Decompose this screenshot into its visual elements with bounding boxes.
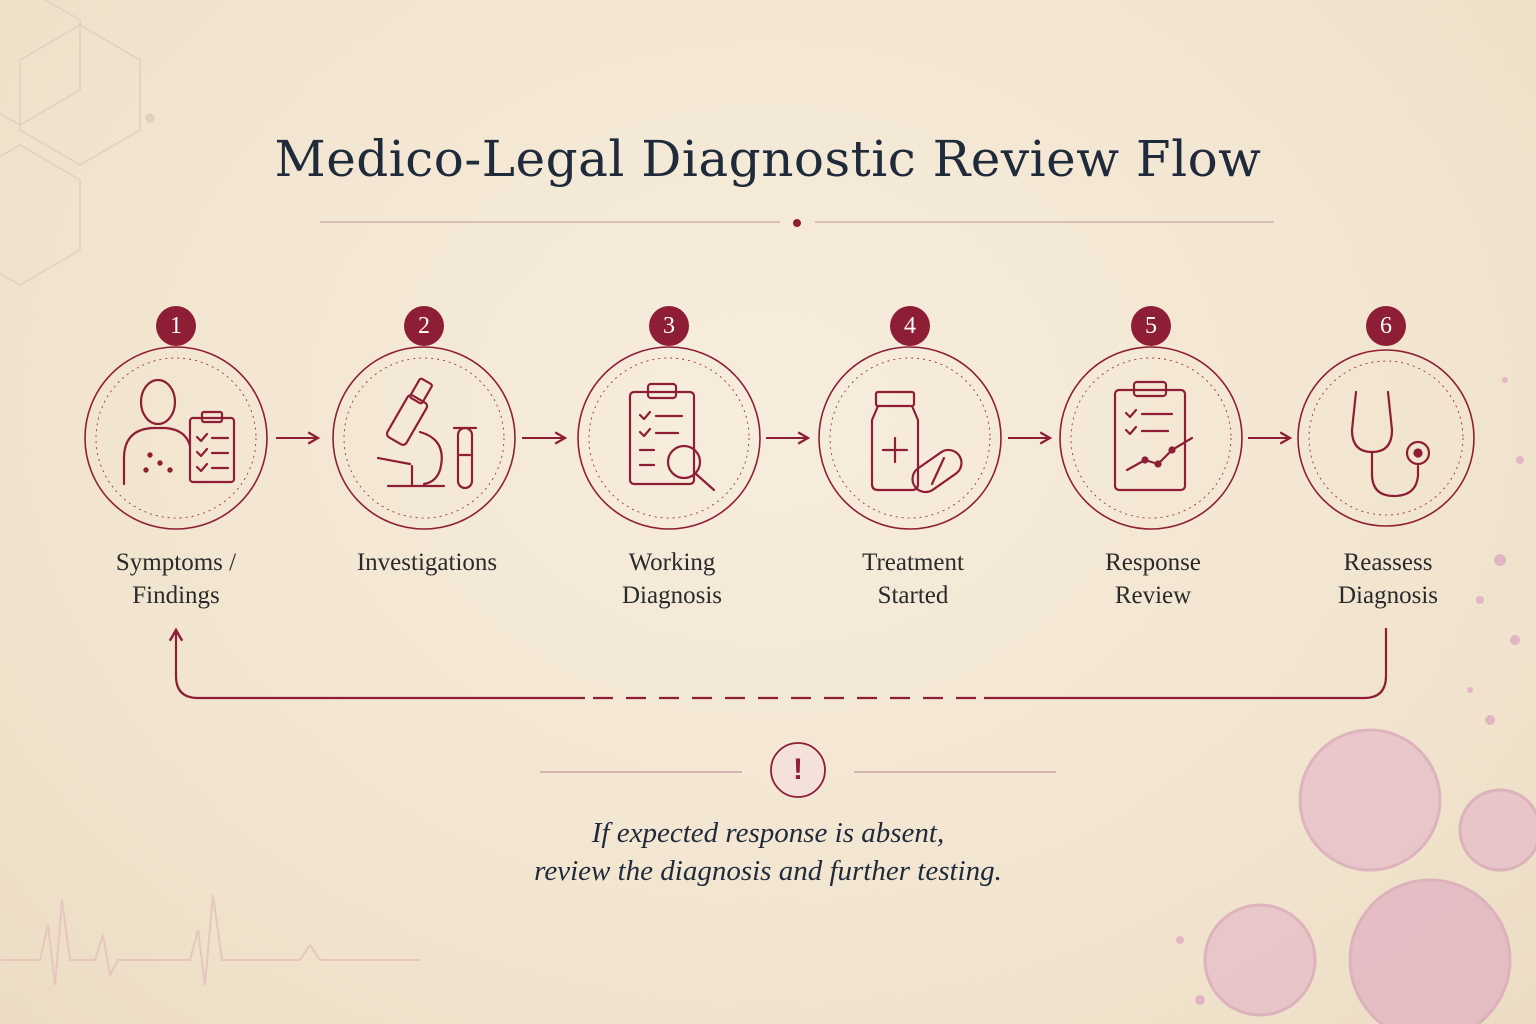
- heartbeat-line-decoration: [0, 894, 420, 986]
- step-label-5-line-1: Response: [1105, 549, 1201, 576]
- step-label-1-line-2: Findings: [132, 582, 220, 609]
- warning-divider: [540, 742, 1056, 798]
- step-badge-2: [404, 306, 444, 346]
- step-label-1-line-1: Symptoms /: [115, 549, 237, 576]
- step-number-5: 5: [1145, 313, 1157, 339]
- step-badge-3: [649, 306, 689, 346]
- review-note: If expected response is absent, review t…: [0, 814, 1536, 890]
- step-label-4-line-2: Started: [877, 582, 949, 609]
- title-divider: [320, 219, 1274, 227]
- step-label-4: Treatment Started: [803, 546, 1023, 612]
- step-label-1: Symptoms / Findings: [66, 546, 286, 612]
- step-badge-5: [1131, 306, 1171, 346]
- step-number-1: 1: [170, 313, 182, 339]
- step-label-6-line-1: Reassess: [1343, 549, 1433, 576]
- step-label-4-line-1: Treatment: [862, 549, 964, 576]
- step-badge-1: [156, 306, 196, 346]
- step-circle-5: [1059, 346, 1243, 530]
- step-number-3: 3: [663, 313, 675, 339]
- step-circle-1: [84, 346, 268, 530]
- chart-clipboard-icon: [1113, 380, 1194, 492]
- step-number-4: 4: [904, 313, 916, 339]
- step-label-3: Working Diagnosis: [562, 546, 782, 612]
- exclamation-icon: !: [793, 753, 803, 786]
- step-label-5-line-2: Review: [1114, 582, 1192, 609]
- step-label-6: Reassess Diagnosis: [1278, 546, 1498, 612]
- cell-texture-decoration: [1176, 377, 1536, 1024]
- step-circle-2: [332, 346, 516, 530]
- hexagon-decoration: [0, 0, 155, 286]
- step-label-2-line-1: Investigations: [356, 549, 498, 576]
- review-note-line-1: If expected response is absent,: [591, 817, 945, 849]
- step-label-2: Investigations: [317, 546, 537, 579]
- step-badge-6: [1366, 306, 1406, 346]
- medication-icon: [870, 390, 963, 494]
- page-title: Medico-Legal Diagnostic Review Flow: [274, 130, 1262, 188]
- step-number-2: 2: [418, 313, 430, 339]
- step-label-3-line-1: Working: [628, 549, 716, 576]
- microscope-icon: [376, 377, 478, 490]
- feedback-loop-arrow: [168, 627, 1388, 700]
- step-label-3-line-2: Diagnosis: [622, 582, 722, 609]
- stethoscope-icon: [1350, 390, 1431, 498]
- step-label-6-line-2: Diagnosis: [1338, 582, 1438, 609]
- step-number-6: 6: [1380, 313, 1392, 339]
- clipboard-magnifier-icon: [628, 382, 716, 492]
- step-label-5: Response Review: [1043, 546, 1263, 612]
- step-circle-6: [1297, 349, 1475, 527]
- step-circle-3: [577, 346, 761, 530]
- step-badge-4: [890, 306, 930, 346]
- review-note-line-2: review the diagnosis and further testing…: [534, 855, 1002, 887]
- patient-clipboard-icon: [122, 378, 236, 486]
- step-circle-4: [818, 346, 1002, 530]
